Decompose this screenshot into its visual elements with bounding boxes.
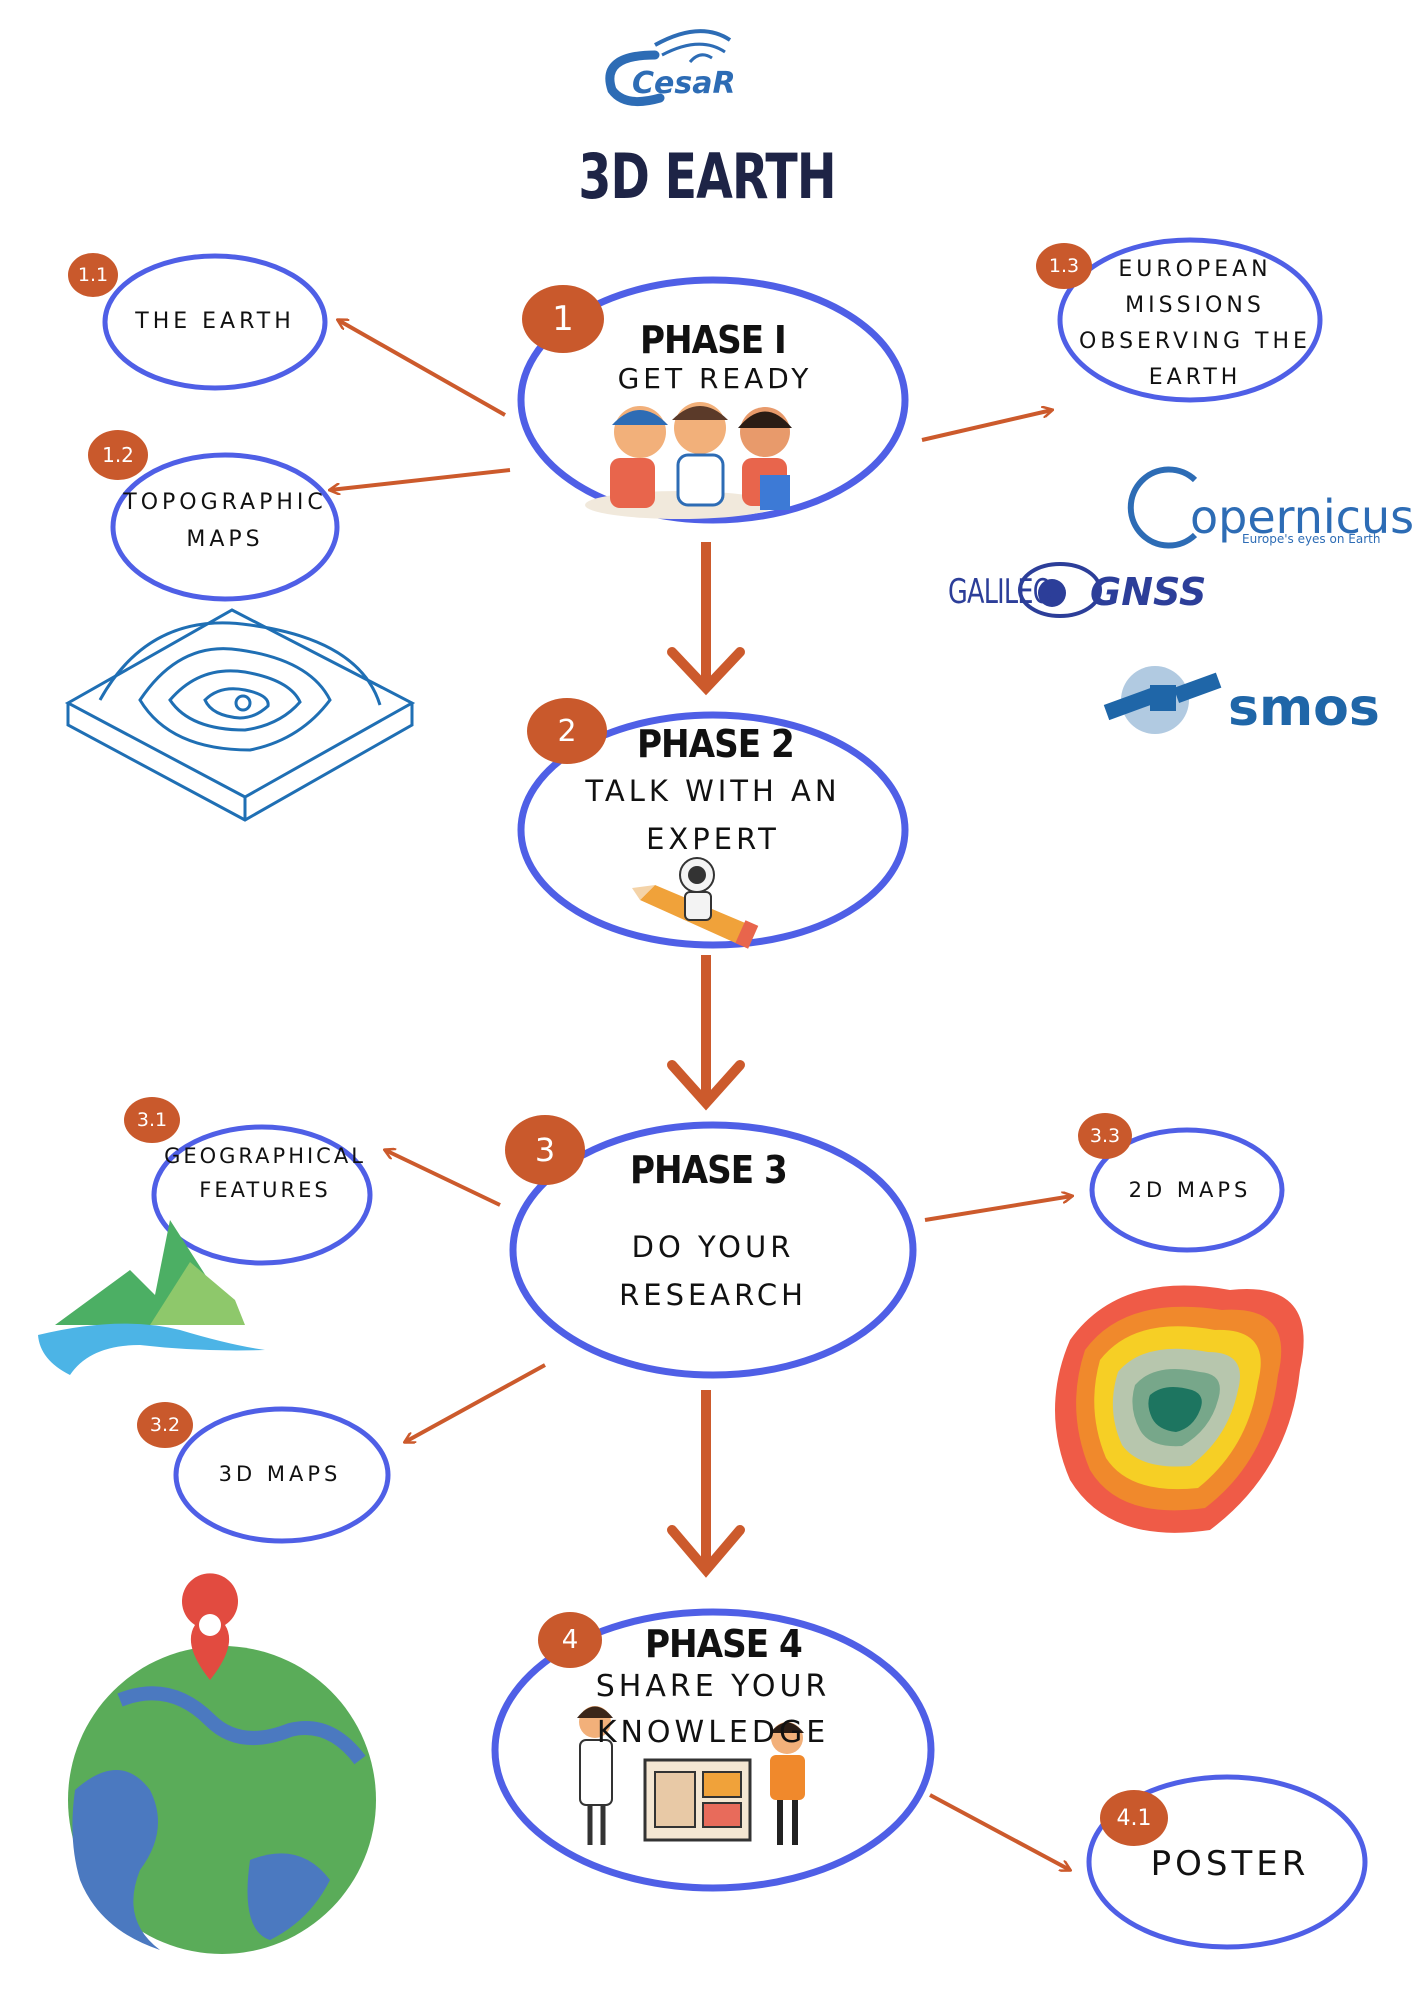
phase-4-badge: 4 (538, 1612, 602, 1668)
subtopic-3-1-ellipse (151, 1124, 373, 1266)
phase-1-ellipse (517, 276, 909, 524)
subtopic-1-1-label: THE EARTH (135, 309, 295, 334)
arrow-to-3-1 (385, 1150, 501, 1207)
subtopic-3-2-label: 3D MAPS (218, 1462, 342, 1486)
phase-2-title: PHASE 2 (637, 722, 795, 766)
smos-logo-text: smos (1228, 678, 1380, 738)
page-title: 3D EARTH (578, 140, 836, 213)
copernicus-logo-text: opernicus (1190, 490, 1414, 544)
galileo-logo-text: GALILEO (948, 572, 1053, 612)
contour-heatmap-icon (1055, 1285, 1304, 1533)
arrow-phase3-phase4 (667, 1390, 745, 1578)
scientists-presentation-illustration (577, 1706, 805, 1845)
arrow-phase1-phase2 (667, 542, 745, 696)
galileo-gnss-logo (1018, 562, 1102, 618)
children-illustration (585, 402, 792, 519)
subtopic-3-1-badge: 3.1 (124, 1097, 180, 1143)
arrow-phase2-phase3 (667, 955, 745, 1111)
arrow-to-1-2 (330, 468, 511, 490)
phase-4-title: PHASE 4 (645, 1622, 803, 1666)
phase-1-badge: 1 (522, 285, 604, 353)
arrow-to-1-1 (338, 320, 506, 417)
topographic-block-icon (64, 608, 416, 822)
subtopic-1-2-label-line2: MAPS (186, 527, 264, 552)
subtopic-3-2-badge: 3.2 (137, 1402, 193, 1448)
subtopic-1-3-ellipse (1057, 237, 1323, 403)
phase-2-badge: 2 (527, 698, 607, 764)
phase-3-title: PHASE 3 (630, 1148, 788, 1192)
subtopic-3-2-ellipse (173, 1406, 391, 1544)
smos-satellite-logo (1103, 666, 1222, 734)
phase-4-label-line1: SHARE YOUR (595, 1669, 831, 1704)
arrow-to-1-3 (921, 410, 1052, 442)
arrow-to-4-1 (929, 1793, 1070, 1870)
subtopic-3-3-label: 2D MAPS (1128, 1178, 1252, 1202)
phase-1-label: GET READY (617, 362, 813, 395)
subtopic-1-3-label-line3: OBSERVING THE (1079, 329, 1311, 354)
astronaut-pencil-illustration (632, 857, 759, 949)
subtopic-3-1-label-line1: GEOGRAPHICAL (164, 1144, 366, 1168)
subtopic-1-3-label-line1: EUROPEAN (1118, 257, 1272, 282)
subtopic-1-3-badge: 1.3 (1036, 243, 1092, 289)
phase-4-ellipse (491, 1608, 935, 1892)
subtopic-1-2-badge: 1.2 (88, 430, 148, 480)
copernicus-tagline: Europe's eyes on Earth (1242, 532, 1381, 546)
copernicus-logo (1127, 466, 1198, 549)
phase-3-label-line2: RESEARCH (619, 1278, 807, 1312)
globe-pin-icon (68, 1573, 376, 1954)
subtopic-1-2-ellipse (110, 452, 340, 602)
subtopic-4-1-badge: 4.1 (1100, 1790, 1168, 1846)
gnss-logo-text: GNSS (1090, 570, 1207, 614)
subtopic-1-1-ellipse (102, 253, 328, 391)
phase-2-label-line2: EXPERT (646, 822, 780, 856)
phase-2-label-line1: TALK WITH AN (585, 774, 841, 808)
subtopic-1-1-badge: 1.1 (68, 253, 118, 297)
subtopic-1-3-label-line2: MISSIONS (1125, 293, 1265, 318)
phase-3-badge: 3 (505, 1115, 585, 1185)
arrow-to-3-2 (405, 1363, 546, 1444)
subtopic-1-2-label-line1: TOPOGRAPHIC (123, 490, 327, 515)
cesar-logo (605, 29, 732, 107)
subtopic-3-3-badge: 3.3 (1078, 1113, 1132, 1159)
phase-3-ellipse (509, 1121, 917, 1379)
subtopic-4-1-ellipse (1086, 1774, 1368, 1950)
subtopic-3-3-ellipse (1089, 1127, 1285, 1253)
phase-3-label-line1: DO YOUR (631, 1230, 795, 1264)
subtopic-1-3-label-line4: EARTH (1148, 365, 1242, 390)
arrow-to-3-3 (924, 1196, 1072, 1222)
subtopic-4-1-label: POSTER (1150, 1844, 1310, 1884)
phase-2-ellipse (517, 711, 909, 949)
mountain-river-icon (38, 1220, 265, 1375)
subtopic-3-1-label-line2: FEATURES (199, 1178, 331, 1202)
phase-4-label-line2: KNOWLEDGE (596, 1715, 830, 1750)
cesar-logo-text: CesaR (632, 66, 736, 101)
phase-1-title: PHASE I (640, 318, 787, 362)
